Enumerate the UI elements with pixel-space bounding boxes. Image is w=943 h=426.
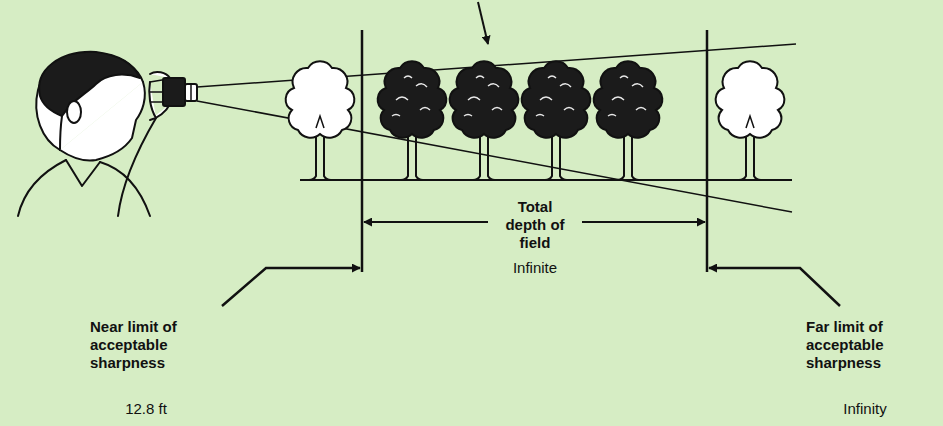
tree-row	[286, 61, 785, 180]
photographer-figure	[18, 52, 197, 216]
far-limit-label: Far limit of acceptable sharpness	[806, 318, 918, 372]
dimension-arrow	[364, 221, 488, 223]
near-limit-label: Near limit of acceptable sharpness	[90, 318, 202, 372]
dimension-label: Total depth of field	[497, 198, 573, 252]
near-limit-line	[361, 30, 364, 272]
dimension-arrow	[582, 221, 705, 223]
leader-line	[222, 268, 360, 306]
leader-line	[709, 268, 840, 306]
dimension-value: Infinite	[485, 259, 585, 277]
focus-arrow	[478, 2, 488, 44]
near-limit-value: 12.8 ft	[90, 400, 202, 418]
far-limit-line	[706, 30, 709, 272]
far-limit-value: Infinity	[810, 400, 920, 418]
